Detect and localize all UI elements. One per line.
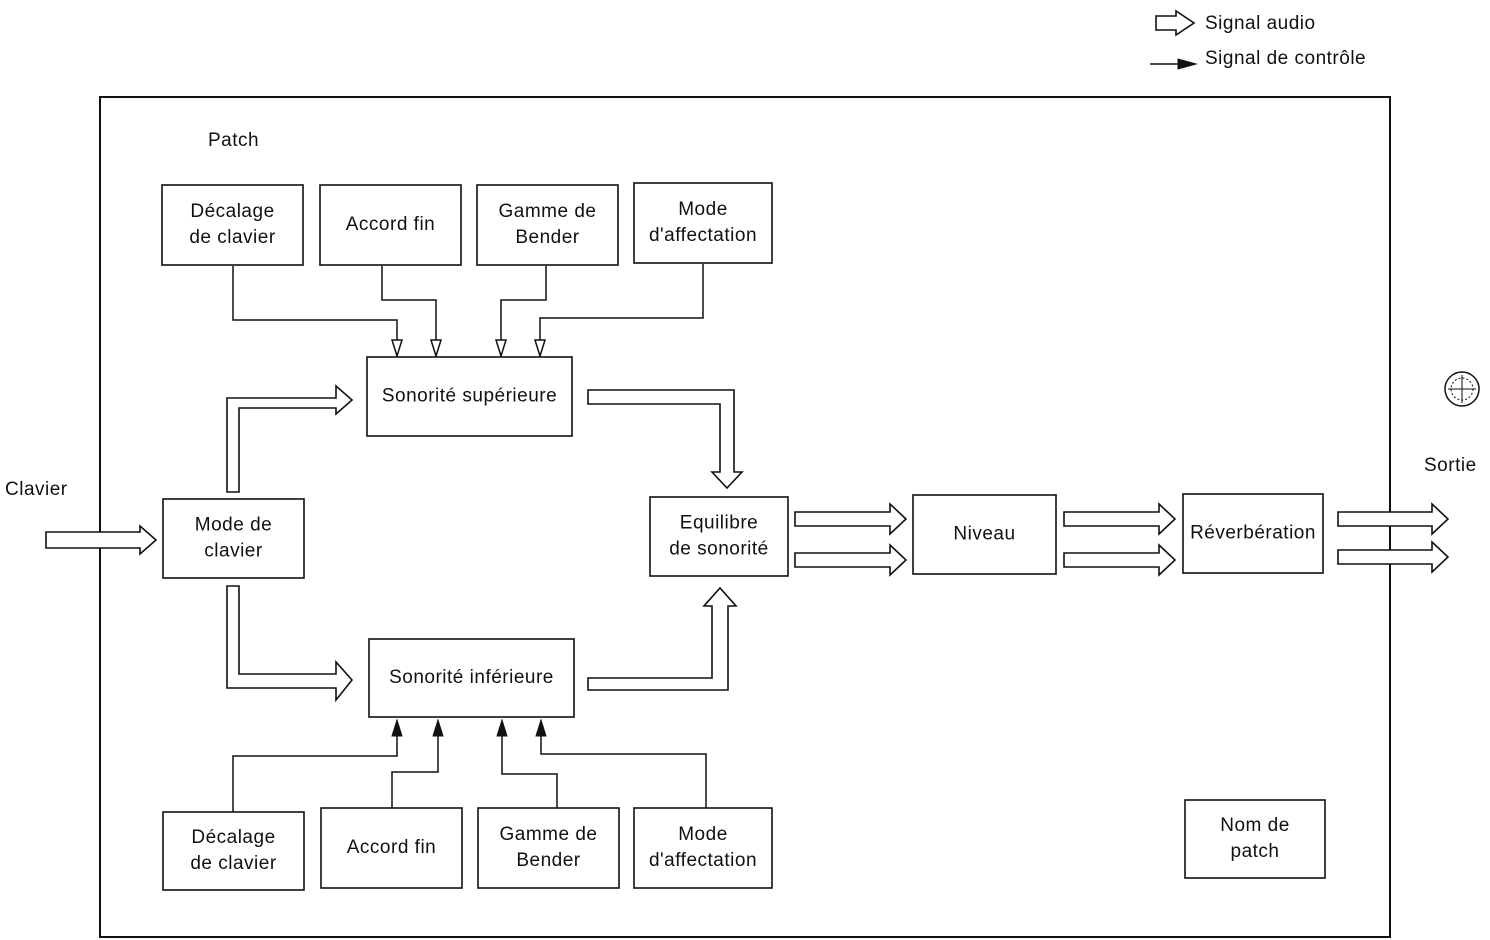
block-box bbox=[161, 184, 304, 266]
block-label: Accord fin bbox=[346, 214, 435, 235]
block-top-gamme: Gamme de Bender bbox=[476, 184, 619, 266]
bottom-control-wires bbox=[232, 718, 707, 812]
block-label: Equilibre bbox=[680, 513, 758, 534]
block-top-mode: Mode d'affectation bbox=[633, 182, 773, 264]
audio-arrow-to-lower bbox=[226, 585, 354, 703]
block-label: Accord fin bbox=[347, 837, 436, 858]
audio-signal-arrows bbox=[45, 384, 1450, 703]
block-bot-gamme: Gamme de Bender bbox=[477, 807, 620, 889]
block-keyboard-mode: Mode de clavier bbox=[162, 498, 305, 579]
block-label: Bender bbox=[516, 850, 580, 871]
block-box bbox=[162, 498, 305, 579]
block-label: patch bbox=[1231, 841, 1280, 862]
block-label: Nom de bbox=[1220, 815, 1290, 836]
block-label: d'affectation bbox=[649, 850, 757, 871]
block-label: Décalage bbox=[191, 827, 275, 848]
block-label: clavier bbox=[204, 541, 263, 562]
block-label: Mode bbox=[678, 199, 728, 220]
block-box bbox=[1182, 493, 1324, 574]
block-label: Réverbération bbox=[1190, 523, 1316, 544]
block-bot-mode: Mode d'affectation bbox=[633, 807, 773, 889]
block-box bbox=[633, 807, 773, 889]
block-label: de clavier bbox=[189, 227, 275, 248]
block-upper-tone: Sonorité supérieure bbox=[366, 356, 573, 437]
block-bot-decalage: Décalage de clavier bbox=[162, 811, 305, 891]
block-top-decalage: Décalage de clavier bbox=[161, 184, 304, 266]
block-label: Gamme de bbox=[499, 201, 597, 222]
audio-arrow-level-to-reverb-1 bbox=[1063, 502, 1177, 536]
block-patch-name: Nom de patch bbox=[1184, 799, 1326, 879]
legend: Signal audio Signal de contrôle bbox=[1150, 9, 1366, 70]
top-control-wires bbox=[232, 264, 704, 359]
audio-signal-legend-icon bbox=[1155, 9, 1196, 37]
block-box bbox=[320, 807, 463, 889]
block-box bbox=[477, 807, 620, 889]
output-jack-icon bbox=[1444, 371, 1480, 407]
block-label: Sonorité inférieure bbox=[389, 667, 554, 688]
block-box bbox=[319, 184, 462, 266]
block-label: Sonorité supérieure bbox=[382, 386, 557, 407]
audio-arrow-reverb-out-1 bbox=[1337, 502, 1450, 536]
block-label: d'affectation bbox=[649, 225, 757, 246]
block-box bbox=[162, 811, 305, 891]
block-box bbox=[1184, 799, 1326, 879]
audio-arrow-balance-to-level-2 bbox=[794, 543, 908, 577]
block-label: Mode de bbox=[195, 515, 272, 536]
audio-arrow-reverb-out-2 bbox=[1337, 540, 1450, 574]
audio-arrow-keyboard-in bbox=[45, 524, 158, 556]
patch-frame-title: Patch bbox=[208, 130, 259, 151]
legend-audio-label: Signal audio bbox=[1205, 13, 1316, 34]
keyboard-input-label: Clavier bbox=[5, 479, 68, 500]
output-label: Sortie bbox=[1424, 455, 1477, 476]
audio-arrow-balance-to-level-1 bbox=[794, 502, 908, 536]
block-label: de sonorité bbox=[669, 539, 769, 560]
block-label: Bender bbox=[515, 227, 579, 248]
block-balance: Equilibre de sonorité bbox=[649, 496, 789, 577]
block-box bbox=[368, 638, 575, 718]
block-level: Niveau bbox=[912, 494, 1057, 575]
block-box bbox=[633, 182, 773, 264]
audio-arrow-lower-to-balance bbox=[587, 586, 738, 691]
block-label: Mode bbox=[678, 824, 728, 845]
block-top-accord: Accord fin bbox=[319, 184, 462, 266]
block-lower-tone: Sonorité inférieure bbox=[368, 638, 575, 718]
block-bot-accord: Accord fin bbox=[320, 807, 463, 889]
audio-arrow-upper-to-balance bbox=[587, 389, 744, 490]
block-box bbox=[649, 496, 789, 577]
block-label: Décalage bbox=[190, 201, 274, 222]
control-signal-legend-arrowhead-icon bbox=[1177, 58, 1198, 70]
block-label: Niveau bbox=[953, 524, 1015, 545]
audio-arrow-level-to-reverb-2 bbox=[1063, 543, 1177, 577]
block-label: Gamme de bbox=[500, 824, 598, 845]
block-box bbox=[476, 184, 619, 266]
audio-arrow-to-upper bbox=[226, 384, 354, 493]
block-label: de clavier bbox=[190, 853, 276, 874]
block-box bbox=[366, 356, 573, 437]
block-reverb: Réverbération bbox=[1182, 493, 1324, 574]
legend-control-label: Signal de contrôle bbox=[1205, 48, 1366, 69]
block-box bbox=[912, 494, 1057, 575]
